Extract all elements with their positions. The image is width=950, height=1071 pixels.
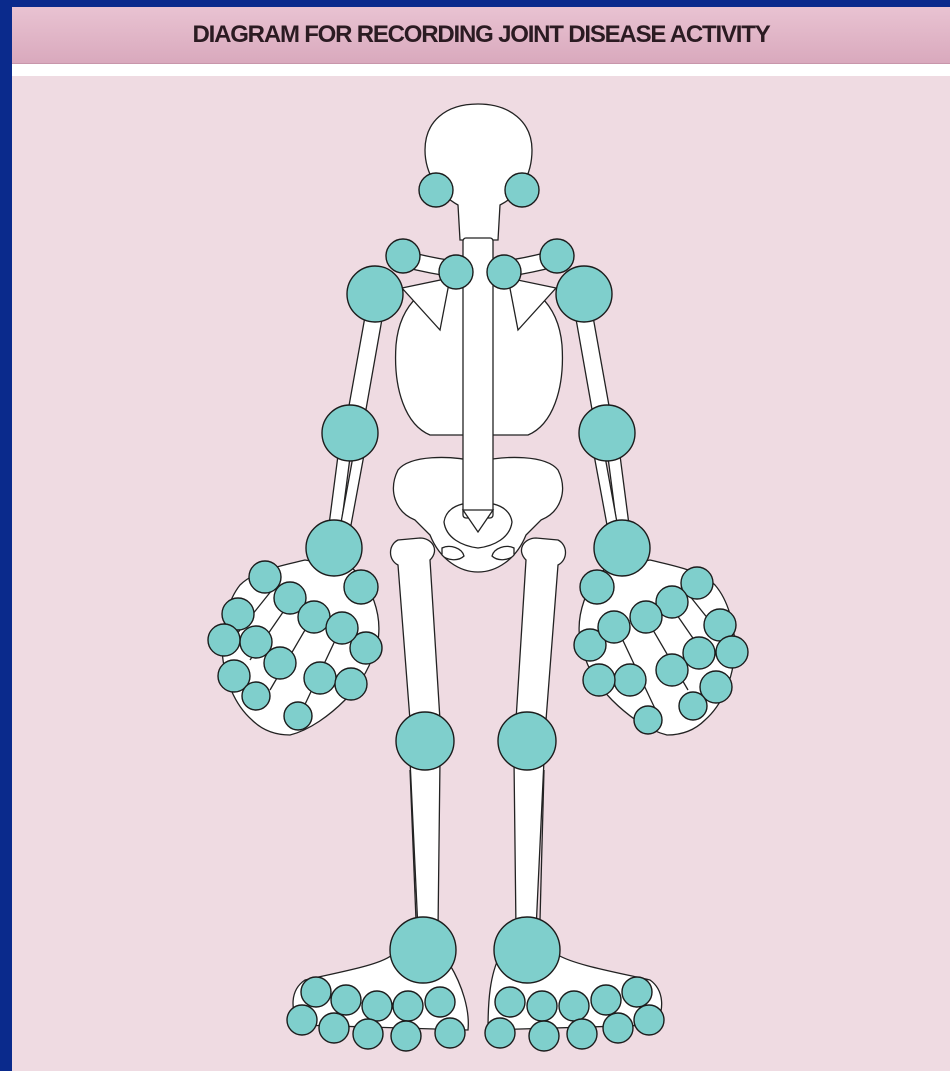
joint-left-wrist[interactable] [306,520,362,576]
joint-left-toe-ip-5[interactable] [287,1005,317,1035]
joint-left-knee[interactable] [396,712,454,770]
joint-left-mtp-3[interactable] [362,991,392,1021]
joint-right-mtp-4[interactable] [591,985,621,1015]
joint-left-mtp-4[interactable] [331,985,361,1015]
joint-left-mcp-4[interactable] [298,601,330,633]
left-femur [391,538,441,720]
joint-right-pip-5[interactable] [614,664,646,696]
joint-right-wrist[interactable] [594,520,650,576]
joint-right-toe-ip-3[interactable] [567,1019,597,1049]
joint-left-pip-5[interactable] [304,662,336,694]
joint-right-toe-ip-1[interactable] [485,1018,515,1048]
joint-right-mtp-1[interactable] [495,987,525,1017]
joint-right-mtp-5[interactable] [622,977,652,1007]
joint-left-mtp-2[interactable] [393,991,423,1021]
joint-left-thumb-mcp[interactable] [344,570,378,604]
joint-right-dip-5[interactable] [634,706,662,734]
joint-right-knee[interactable] [498,712,556,770]
joint-right-thumb-mcp[interactable] [580,570,614,604]
joint-right-mcp-5[interactable] [598,611,630,643]
right-femur [516,538,566,720]
joint-right-temporomandibular[interactable] [505,173,539,207]
joint-left-toe-ip-2[interactable] [391,1021,421,1051]
joint-left-dip-5[interactable] [284,702,312,730]
skeleton-bones [222,104,735,1030]
joint-right-elbow[interactable] [579,405,635,461]
right-tibia [514,760,544,930]
joint-left-dip-4[interactable] [242,682,270,710]
joint-left-toe-ip-3[interactable] [353,1019,383,1049]
joint-left-ankle[interactable] [390,917,456,983]
joint-right-thumb-dip[interactable] [583,664,615,696]
joint-left-sternoclavicular[interactable] [439,255,473,289]
joint-right-dip-2[interactable] [716,636,748,668]
joint-right-toe-ip-5[interactable] [634,1005,664,1035]
joint-right-acromioclavicular[interactable] [540,239,574,273]
joint-left-toe-ip-1[interactable] [435,1018,465,1048]
joint-left-pip-4[interactable] [264,647,296,679]
joint-right-pip-3[interactable] [683,637,715,669]
joint-left-mcp-2[interactable] [249,561,281,593]
joint-left-shoulder[interactable] [347,266,403,322]
joint-right-mtp-3[interactable] [559,991,589,1021]
joint-left-toe-ip-4[interactable] [319,1013,349,1043]
joint-right-mcp-4[interactable] [630,601,662,633]
joint-right-toe-ip-2[interactable] [529,1021,559,1051]
joint-left-temporomandibular[interactable] [419,173,453,207]
joint-right-shoulder[interactable] [556,266,612,322]
joint-right-toe-ip-4[interactable] [603,1013,633,1043]
joint-right-mtp-2[interactable] [527,991,557,1021]
joint-left-mcp-5[interactable] [326,612,358,644]
joint-left-elbow[interactable] [322,405,378,461]
skull [425,104,532,240]
joint-right-ankle[interactable] [494,917,560,983]
joint-right-sternoclavicular[interactable] [487,255,521,289]
joint-left-acromioclavicular[interactable] [386,239,420,273]
left-tibia [410,760,440,930]
joint-left-mtp-5[interactable] [301,977,331,1007]
joint-left-mtp-1[interactable] [425,987,455,1017]
joint-right-pip-4[interactable] [656,654,688,686]
joint-right-dip-4[interactable] [679,692,707,720]
joint-left-dip-2[interactable] [208,624,240,656]
joint-left-thumb-dip[interactable] [335,668,367,700]
